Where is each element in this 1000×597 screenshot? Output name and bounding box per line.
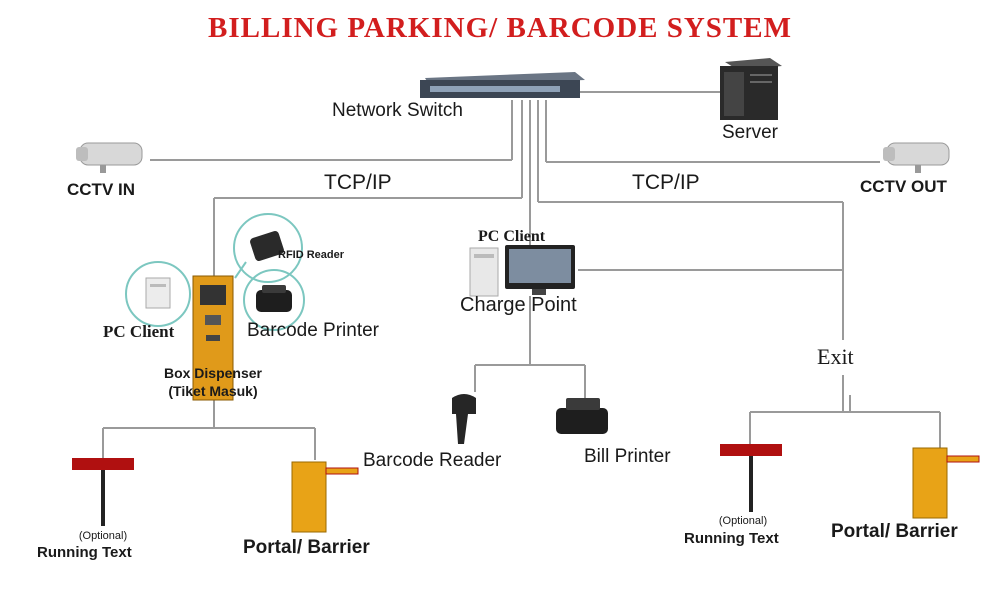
network-switch-label: Network Switch xyxy=(332,100,463,121)
tcpip-left-label: TCP/IP xyxy=(324,171,392,194)
running-text-left-label: Running Text xyxy=(37,544,132,561)
cctv-out-camera-icon xyxy=(883,142,950,173)
box-dispenser-label: Box Dispenser (Tiket Masuk) xyxy=(143,364,283,400)
cctv-in-label: CCTV IN xyxy=(67,180,135,199)
box-dispenser-icon xyxy=(192,275,234,401)
portal-barrier-left-label: Portal/ Barrier xyxy=(243,537,370,558)
pc-client-center-label: PC Client xyxy=(478,228,546,245)
cctv-out-label: CCTV OUT xyxy=(860,177,947,196)
barcode-reader-icon xyxy=(452,394,476,444)
bill-printer-icon xyxy=(556,398,608,434)
portal-barrier-right-icon xyxy=(912,447,980,519)
running-text-right-icon xyxy=(720,444,782,512)
pc-client-left-icon xyxy=(125,261,191,327)
exit-label: Exit xyxy=(817,344,854,369)
optional-right-label: (Optional) xyxy=(718,515,768,527)
pc-client-charge-point-icon xyxy=(469,245,575,297)
portal-barrier-left-icon xyxy=(291,461,359,533)
tcpip-right-label: TCP/IP xyxy=(632,171,700,194)
cctv-in-camera-icon xyxy=(76,142,143,173)
box-dispenser-line1: Box Dispenser xyxy=(163,365,263,381)
diagram-title: BILLING PARKING/ BARCODE SYSTEM xyxy=(208,12,792,44)
portal-barrier-right-label: Portal/ Barrier xyxy=(831,521,958,542)
connection-lines xyxy=(102,91,941,460)
pc-client-left-label: PC Client xyxy=(103,322,175,341)
charge-point-label: Charge Point xyxy=(460,294,577,316)
server-icon xyxy=(720,58,782,120)
barcode-printer-label: Barcode Printer xyxy=(247,320,380,341)
rfid-reader-icon xyxy=(233,213,303,283)
rfid-reader-label: RFID Reader xyxy=(278,249,345,261)
optional-left-label: (Optional) xyxy=(78,530,128,542)
running-text-left-icon xyxy=(72,458,134,526)
bill-printer-label: Bill Printer xyxy=(584,446,671,467)
running-text-right-label: Running Text xyxy=(684,530,779,547)
network-switch-icon xyxy=(420,72,585,98)
barcode-printer-icon xyxy=(243,269,305,331)
box-dispenser-line2: (Tiket Masuk) xyxy=(168,383,258,399)
barcode-reader-label: Barcode Reader xyxy=(363,450,502,471)
server-label: Server xyxy=(722,122,778,143)
